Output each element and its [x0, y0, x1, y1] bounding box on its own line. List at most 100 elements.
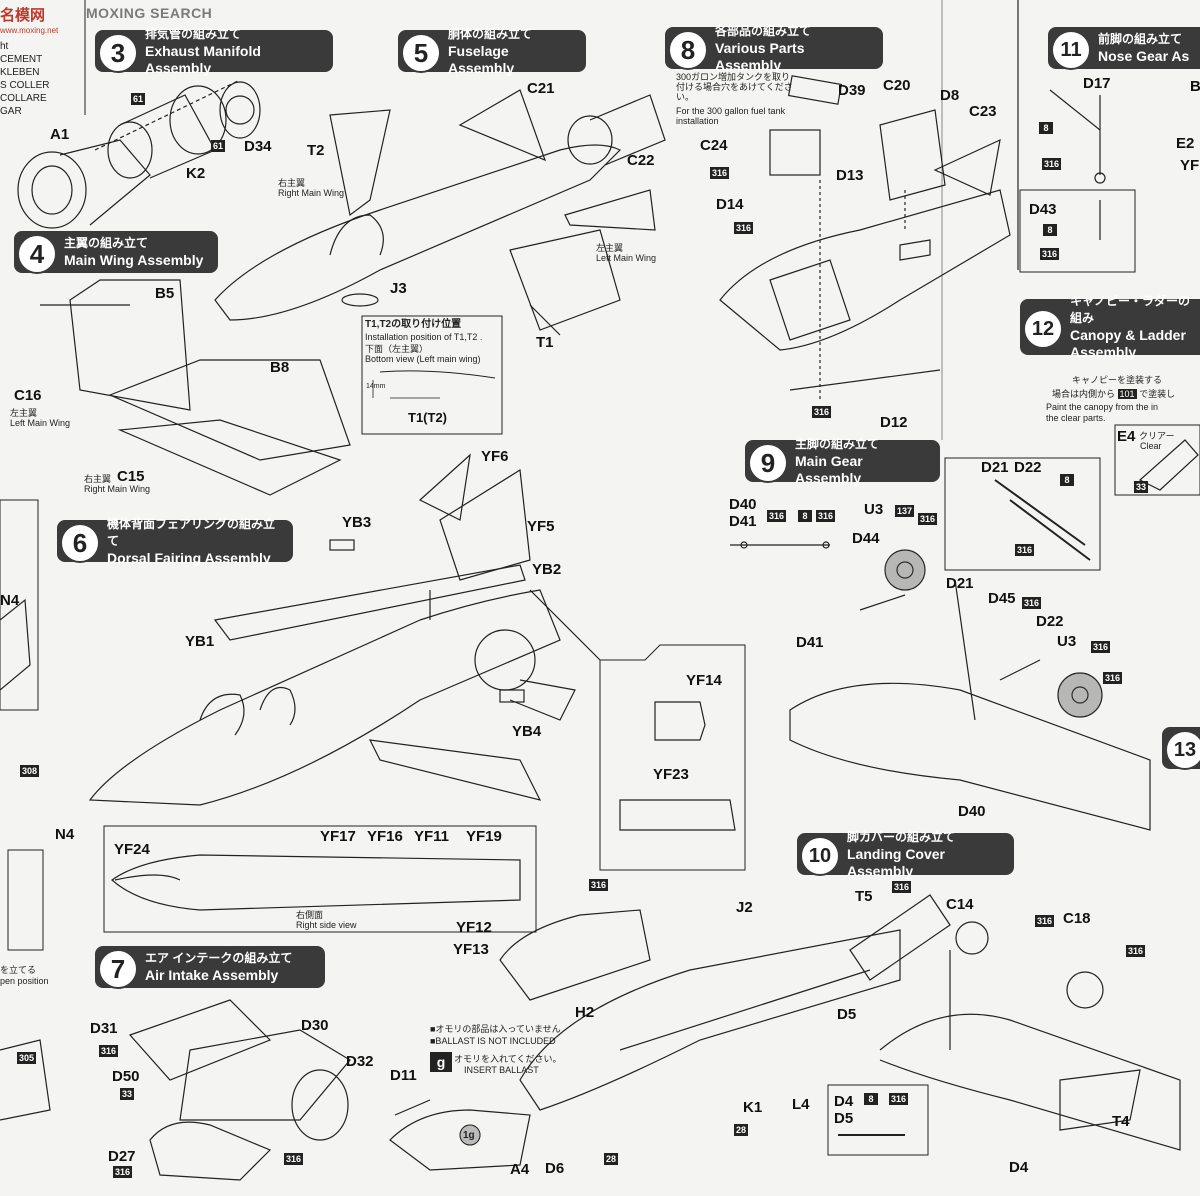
paint-code: 8: [1043, 224, 1057, 236]
canopy-note-en1: Paint the canopy from the in: [1046, 402, 1159, 412]
label-b5: B5: [155, 285, 175, 302]
label-k2: K2: [186, 165, 206, 182]
paint-code: 316: [113, 1166, 133, 1178]
label-yf6: YF6: [481, 448, 509, 465]
label-d32: D32: [346, 1053, 374, 1070]
label-yf12: YF12: [456, 919, 492, 936]
label-d4: D4: [1009, 1159, 1029, 1176]
ballast-note-en: ■BALLAST IS NOT INCLUDED: [430, 1036, 556, 1046]
label-b8: B8: [270, 359, 290, 376]
label-d13: D13: [836, 167, 864, 184]
label-yf24: YF24: [114, 841, 150, 858]
label-e2: E2: [1176, 135, 1195, 152]
left-wing-en-4: Left Main Wing: [10, 418, 71, 428]
canopy-note-jp2: 場合は内側から 101 で塗装し: [1052, 389, 1176, 399]
label-c23: C23: [969, 103, 997, 120]
paint-code: 8: [864, 1093, 878, 1105]
paint-code: 316: [734, 222, 754, 234]
paint-code: 28: [604, 1153, 619, 1165]
paint-code: 316: [589, 879, 609, 891]
paint-code: 316: [1035, 915, 1055, 927]
paint-code: 316: [812, 406, 832, 418]
t1t2-sub: Installation position of T1,T2 .: [365, 332, 483, 342]
label-yf11: YF11: [414, 828, 450, 845]
ballast-weight: 1g: [463, 1130, 475, 1141]
label-d21: D21: [946, 575, 974, 592]
clear-jp: クリアー: [1139, 431, 1175, 441]
left-wing-en-5: Left Main Wing: [596, 253, 657, 263]
label-n4-bottom: N4: [55, 826, 75, 843]
paint-code: 33: [1134, 481, 1149, 493]
label-yf16: YF16: [367, 828, 403, 845]
paint-code: 316: [284, 1153, 304, 1165]
label-c21: C21: [527, 80, 555, 97]
label-t1: T1: [536, 334, 554, 351]
tank-note-jp: 300ガロン増加タンクを取り付ける場合穴をあけてください。: [676, 72, 793, 102]
paint-code: 8: [1060, 474, 1074, 486]
paint-code: 316: [918, 513, 938, 525]
label-yb3: YB3: [342, 514, 372, 531]
label-d40: D40: [958, 803, 986, 820]
label-t4: T4: [1112, 1113, 1130, 1130]
watermark-url: www.moxing.net: [0, 26, 59, 35]
label-d50: D50: [112, 1068, 140, 1085]
ballast-icon: g: [430, 1052, 452, 1072]
label-u3-left: U3: [864, 501, 884, 518]
paint-code: 33: [120, 1088, 135, 1100]
label-t5: T5: [855, 888, 873, 905]
label-k1: K1: [743, 1099, 763, 1116]
label-a4: A4: [510, 1161, 530, 1178]
label-d4-inset: D4: [834, 1093, 854, 1110]
paint-code: 308: [20, 765, 40, 777]
canopy-note-jp1: キャノピーを塗装する: [1072, 375, 1163, 385]
paint-code: 316: [99, 1045, 119, 1057]
label-c14: C14: [946, 896, 974, 913]
label-c16: C16: [14, 387, 42, 404]
label-d41-inset: D41: [729, 513, 757, 530]
label-a1: A1: [50, 126, 70, 143]
paint-code: 316: [892, 881, 912, 893]
paint-code: 61: [131, 93, 146, 105]
t1t2-title: T1,T2の取り付け位置: [365, 319, 462, 330]
label-d6: D6: [545, 1160, 565, 1177]
paint-code: 8: [798, 510, 812, 522]
right-wing-en-4: Right Main Wing: [84, 484, 151, 494]
label-d5-inset: D5: [834, 1110, 854, 1127]
paint-code: 316: [1091, 641, 1111, 653]
label-d43: D43: [1029, 201, 1057, 218]
t1t2-bottom-en: Bottom view (Left main wing): [365, 354, 481, 364]
t1t2-bottom-jp: 下面（左主翼）: [365, 344, 429, 354]
right-wing-en: Right Main Wing: [278, 188, 345, 198]
label-yf: YF: [1180, 157, 1200, 174]
right-side-en: Right side view: [296, 920, 357, 930]
label-yf14: YF14: [686, 672, 722, 689]
left-wing-jp-5: 左主翼: [596, 243, 624, 253]
label-c15: C15: [117, 468, 145, 485]
label-j2: J2: [736, 899, 753, 916]
watermark-logo: 名模网: [0, 7, 46, 24]
label-d5: D5: [837, 1006, 857, 1023]
label-l4: L4: [792, 1096, 810, 1113]
paint-code: 316: [1015, 544, 1035, 556]
label-b: B: [1190, 78, 1200, 95]
paint-code: 316: [767, 510, 787, 522]
label-yf13: YF13: [453, 941, 489, 958]
insert-ballast-en: INSERT BALLAST: [464, 1065, 539, 1075]
insert-ballast-jp: オモリを入れてください。: [454, 1054, 562, 1064]
step-13-header: 13: [1162, 727, 1200, 770]
label-d17: D17: [1083, 75, 1111, 92]
label-d31: D31: [90, 1020, 118, 1037]
paint-code: 316: [1040, 248, 1060, 260]
label-yb1: YB1: [185, 633, 215, 650]
open-position-jp: を立てる: [0, 965, 37, 975]
label-d39: D39: [838, 82, 866, 99]
label-c24: C24: [700, 137, 728, 154]
label-c18: C18: [1063, 910, 1091, 927]
